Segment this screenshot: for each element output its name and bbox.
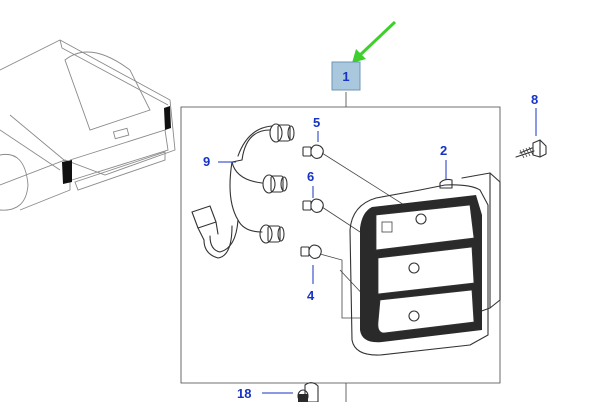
callout-1-label: 1 [342, 69, 349, 84]
truck-rear-illustration [0, 39, 176, 211]
screw-8 [515, 139, 547, 159]
callout-2: 2 [440, 143, 447, 158]
bulb-6 [302, 198, 324, 214]
callout-5: 5 [313, 115, 320, 130]
callout-4: 4 [307, 288, 315, 303]
callout-1: 1 [331, 61, 361, 91]
assembly-box [180, 92, 501, 402]
bulb-socket-upper [269, 123, 295, 143]
bulb-4 [300, 244, 322, 260]
callout-18: 18 [237, 386, 251, 401]
callout-6: 6 [307, 169, 314, 184]
callout-9: 9 [203, 154, 210, 169]
callout-8: 8 [531, 92, 538, 107]
bulb-socket-lower [259, 224, 285, 244]
grommet-18 [297, 382, 319, 402]
tail-lamp-assembly [349, 172, 501, 356]
green-pointer-arrow-icon [352, 20, 397, 63]
wiring-harness [191, 123, 295, 259]
bulb-socket-middle [262, 174, 288, 194]
bulb-5 [302, 144, 324, 160]
